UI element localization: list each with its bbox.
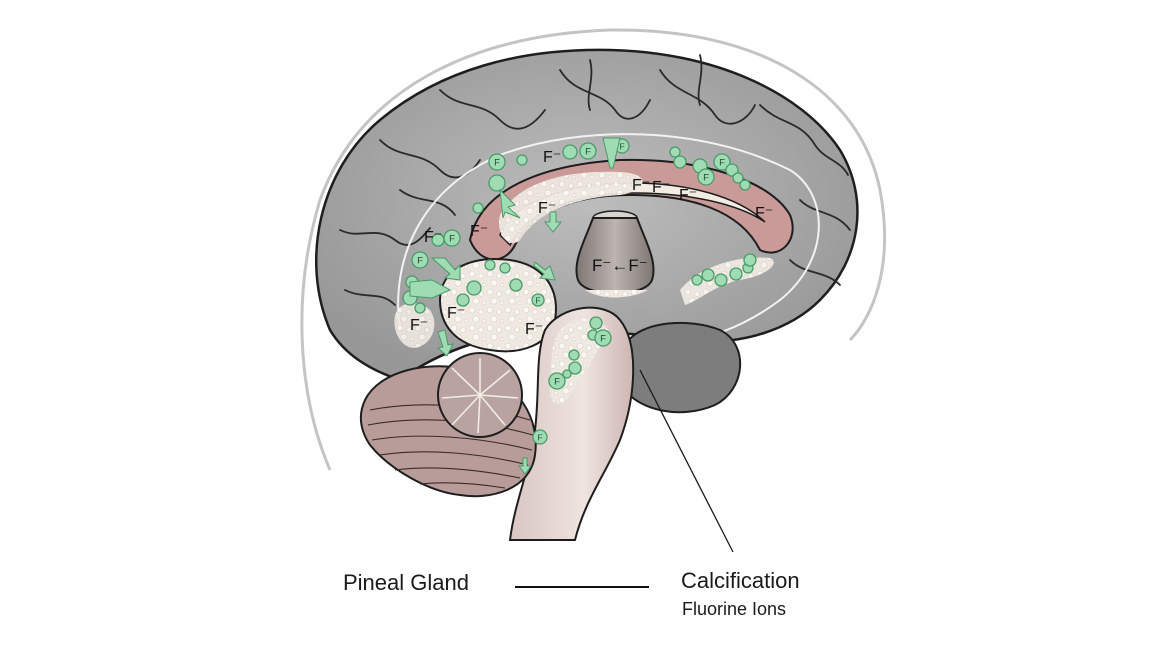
fluorine-ion-bubble — [673, 155, 687, 169]
ion-bubble-letter: F — [719, 158, 725, 169]
fluorine-ion-bubble — [562, 144, 578, 160]
ion-label: F⁻ — [543, 149, 561, 166]
fluorine-ion-bubble — [739, 179, 751, 191]
fluorine-ion-bubble — [713, 153, 731, 171]
fluorine-ion-bubble — [509, 278, 523, 292]
calcification-leader-line — [639, 369, 734, 553]
ion-bubble-letter: F — [619, 142, 624, 152]
arrow-icon — [533, 261, 556, 281]
fluorine-ion-bubble — [484, 259, 496, 271]
ion-label: F⁻ — [525, 321, 543, 338]
fluorine-ion-bubble — [466, 280, 482, 296]
ion-label: F⁻ — [755, 205, 773, 222]
ion-bubble-letter: F — [600, 334, 606, 345]
calcification-left — [394, 303, 435, 348]
ion-label: F⁻ — [679, 187, 697, 204]
ion-bubble-letter: F — [585, 147, 591, 158]
fluorine-ion-bubble — [531, 293, 545, 307]
ion-labels: F⁻ F⁻ F⁻ F⁻ F⁻ F⁻ F⁻ F⁻ F⁻ F⁻ F⁻ F⁻←F⁻ — [410, 149, 773, 338]
fluorine-ion-bubble — [488, 174, 506, 192]
fluorine-ion-bubble — [499, 262, 511, 274]
fluorine-ion-bubble — [532, 429, 548, 445]
brainstem — [508, 306, 635, 541]
ion-label: F⁻ — [538, 200, 556, 217]
ion-label: F⁻ — [632, 177, 650, 194]
arrow-icon — [543, 211, 563, 233]
fluorine-ion-bubble — [701, 268, 715, 282]
fluorine-ion-bubble — [691, 274, 703, 286]
limbic-ring — [397, 133, 820, 341]
arrow-icon — [430, 257, 461, 281]
fluorine-ion-bubble — [579, 142, 597, 160]
head-outline — [300, 28, 887, 471]
label-connector-line — [515, 586, 649, 588]
fluorine-ion-bubble — [725, 163, 739, 177]
fluorine-ion-bubble — [594, 329, 612, 347]
pineal-gland — [575, 210, 655, 298]
fluorine-ion-bubble — [568, 349, 580, 361]
calcification-label: Calcification — [681, 568, 800, 593]
ion-exchange-label: F⁻←F⁻ — [592, 256, 648, 275]
fluorine-ion-bubble — [548, 372, 566, 390]
ion-bubble-letter: F — [703, 173, 709, 184]
fluorine-ion-bubble — [414, 302, 426, 314]
fluorine-ion-bubble — [669, 146, 681, 158]
ion-bubble-letter: F — [554, 377, 560, 388]
ion-label: F⁻ — [410, 317, 428, 334]
fluorine-ion-bubble — [443, 229, 461, 247]
fluorine-ion-bubble — [456, 293, 470, 307]
ion-bubble-letter: F — [417, 256, 423, 267]
fluorine-ion-bubble — [472, 202, 484, 214]
arrow-icon — [602, 137, 621, 169]
ion-label: F⁻ — [447, 305, 465, 322]
ion-flow-arrows — [409, 137, 621, 475]
ion-label: F⁻ — [652, 179, 670, 196]
arrow-icon — [436, 329, 454, 357]
ion-bubble-letter: F — [536, 297, 541, 306]
arbor-vitae — [441, 358, 519, 434]
fluorine-ions-label: Fluorine Ions — [682, 599, 787, 619]
fluorine-ion-bubble — [697, 168, 715, 186]
fluorine-ion-bubble — [729, 267, 743, 281]
cerebellum — [359, 352, 537, 498]
fluorine-ion-bubble — [732, 172, 744, 184]
ion-label: F⁻ — [424, 229, 442, 246]
arrow-icon — [518, 457, 532, 475]
ion-bubble-letter: F — [494, 158, 500, 169]
pineal-gland-label: Pineal Gland — [343, 570, 469, 595]
fluorine-ion-bubble — [411, 251, 429, 269]
fluorine-ion-bubble — [568, 361, 582, 375]
fluorine-ion-bubble — [562, 369, 572, 379]
calcification-band — [499, 171, 643, 244]
fluorine-ion-bubble — [488, 153, 506, 171]
fluorine-ion-bubble — [516, 154, 528, 166]
fluorine-ion-bubble — [743, 253, 757, 267]
ion-bubble-letter: F — [537, 433, 542, 443]
ion-label: F⁻ — [470, 223, 488, 240]
arrow-icon — [409, 279, 452, 299]
temporal-lobe — [616, 321, 742, 414]
fluorine-ion-bubble — [589, 316, 603, 330]
ion-bubble-letter: F — [449, 234, 455, 245]
fluorine-ion-bubble — [714, 273, 728, 287]
arrow-icon — [499, 188, 521, 219]
